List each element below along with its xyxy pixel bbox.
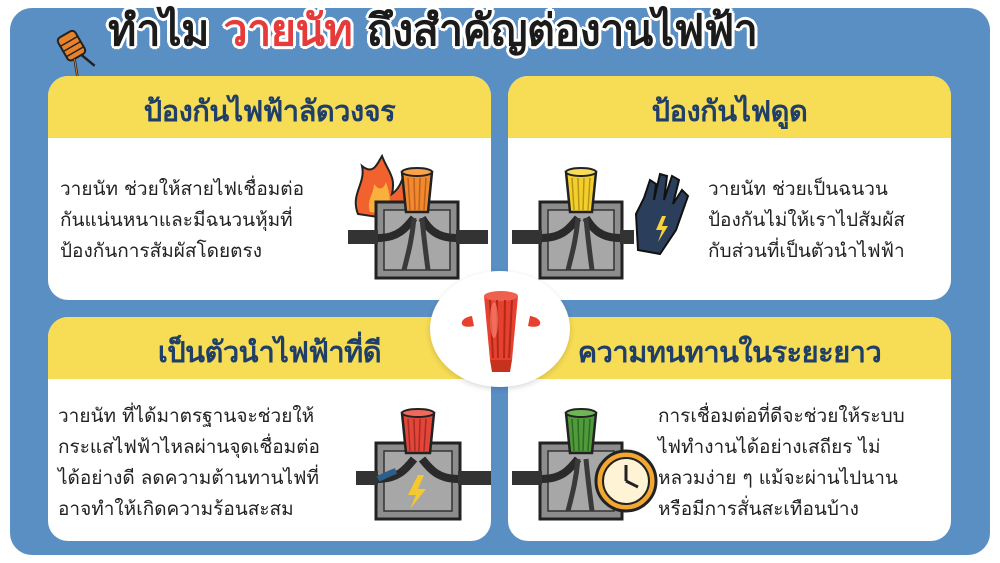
desc-line: วายนัท ช่วยเป็นฉนวน (708, 178, 888, 200)
card-header: ป้องกันไฟดูด (508, 76, 951, 138)
card-good-conductor: เป็นตัวนำไฟฟ้าที่ดี วายนัท ที่ได้มาตรฐาน… (48, 317, 491, 541)
card-description: วายนัท ช่วยให้สายไฟเชื่อมต่อ กันแน่นหนาแ… (60, 174, 304, 267)
desc-line: วายนัท ที่ได้มาตรฐานจะช่วยให้ (58, 405, 315, 427)
desc-line: กันแน่นหนาและมีฉนวนหุ้มที่ (60, 209, 293, 231)
junction-box-fire-icon (348, 154, 488, 280)
desc-line: ป้องกันไม่ให้เราไปสัมผัส (708, 209, 905, 231)
desc-line: ได้อย่างดี ลดความต้านทานไฟที่ (58, 467, 320, 489)
desc-line: ป้องกันการสัมผัสโดยตรง (60, 240, 262, 262)
card-header: เป็นตัวนำไฟฟ้าที่ดี (48, 317, 491, 379)
card-description: การเชื่อมต่อที่ดีจะช่วยให้ระบบ ไฟทำงานได… (658, 401, 905, 525)
desc-line: การเชื่อมต่อที่ดีจะช่วยให้ระบบ (658, 405, 905, 427)
card-heading: ป้องกันไฟฟ้าลัดวงจร (143, 94, 396, 128)
wire-nut-logo-icon (56, 29, 96, 76)
card-long-durability: ความทนทานในระยะยาว การเชื่อมต่อที่ดีจะช่… (508, 317, 951, 541)
desc-line: กระแสไฟฟ้าไหลผ่านจุดเชื่อมต่อ (58, 436, 320, 458)
desc-line: ไฟทำงานได้อย่างเสถียร ไม่ (658, 436, 881, 458)
junction-box-lightning-icon (356, 408, 491, 521)
red-wire-nut-icon (461, 291, 541, 372)
card-short-circuit: ป้องกันไฟฟ้าลัดวงจร วายนัท ช่วยให้สายไฟเ… (48, 76, 491, 300)
card-heading: ป้องกันไฟดูด (651, 94, 808, 128)
card-header: ป้องกันไฟฟ้าลัดวงจร (48, 76, 491, 138)
junction-box-clock-icon (512, 408, 658, 521)
title-prefix: ทำไม (108, 6, 209, 56)
card-description: วายนัท ที่ได้มาตรฐานจะช่วยให้ กระแสไฟฟ้า… (58, 401, 320, 525)
card-heading: ความทนทานในระยะยาว (577, 335, 882, 369)
desc-line: วายนัท ช่วยให้สายไฟเชื่อมต่อ (60, 178, 305, 200)
card-description: วายนัท ช่วยเป็นฉนวน ป้องกันไม่ให้เราไปสั… (708, 174, 905, 267)
desc-line: หรือมีการสั่นสะเทือนบ้าง (658, 498, 859, 520)
card-header: ความทนทานในระยะยาว (508, 317, 951, 379)
desc-line: หลวมง่าย ๆ แม้จะผ่านไปนาน (658, 467, 898, 489)
desc-line: อาจทำให้เกิดความร้อนสะสม (58, 498, 294, 520)
page-title: ทำไม วายนัท ถึงสำคัญต่องานไฟฟ้า (108, 2, 758, 60)
title-highlight: วายนัท (223, 6, 353, 56)
desc-line: กับส่วนที่เป็นตัวนำไฟฟ้า (708, 240, 905, 262)
junction-box-glove-icon (512, 167, 690, 280)
card-electric-shock: ป้องกันไฟดูด วายนัท ช่วยเป็นฉนวน ป้องกัน… (508, 76, 951, 300)
title-suffix: ถึงสำคัญต่องานไฟฟ้า (366, 6, 758, 56)
card-heading: เป็นตัวนำไฟฟ้าที่ดี (157, 335, 382, 369)
